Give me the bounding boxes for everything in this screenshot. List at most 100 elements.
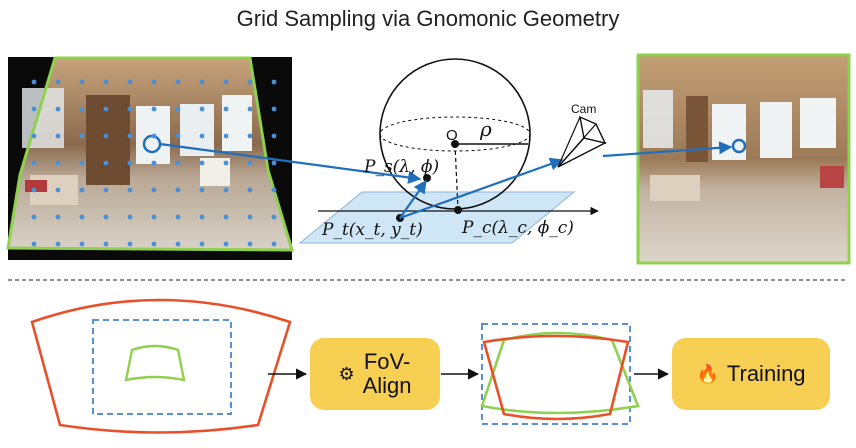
target-fov-box — [92, 319, 232, 415]
sample-dot — [127, 187, 133, 193]
sample-dot — [151, 79, 157, 85]
sample-dot — [31, 214, 37, 220]
ray-cam-to-image — [602, 141, 733, 158]
sample-dot — [271, 133, 277, 139]
sample-dot — [103, 187, 109, 193]
sample-dot — [175, 187, 181, 193]
sample-dot — [151, 106, 157, 112]
sample-dot — [151, 241, 157, 247]
panorama-fov-shape — [30, 298, 292, 434]
sample-dot — [79, 160, 85, 166]
sample-dot — [271, 160, 277, 166]
sample-dot — [151, 214, 157, 220]
sample-dot — [79, 106, 85, 112]
sample-dot — [175, 160, 181, 166]
sample-dot — [31, 133, 37, 139]
sample-dot — [55, 241, 61, 247]
sample-dot — [103, 106, 109, 112]
sample-dot — [103, 160, 109, 166]
sample-dot — [79, 133, 85, 139]
sample-dot — [103, 79, 109, 85]
training-label: Training — [726, 361, 806, 386]
sample-dot — [55, 187, 61, 193]
sample-dot — [271, 187, 277, 193]
sample-dot — [55, 214, 61, 220]
sample-dot — [223, 106, 229, 112]
sample-dot — [247, 106, 253, 112]
sample-dot — [175, 106, 181, 112]
ray-pt-ps — [399, 179, 427, 219]
sample-dot — [271, 241, 277, 247]
sample-dot — [247, 133, 253, 139]
sample-dot — [151, 187, 157, 193]
aligned-green-shape — [480, 331, 640, 415]
fov-align-step: ⚙ FoV- Align — [310, 338, 440, 410]
sample-dot — [199, 187, 205, 193]
sample-dot — [103, 241, 109, 247]
sample-dot — [31, 160, 37, 166]
sample-dot — [247, 187, 253, 193]
input-fov-diagram — [30, 298, 292, 434]
panorama-image — [6, 56, 295, 260]
aligned-box — [481, 323, 631, 425]
sample-dot — [223, 160, 229, 166]
sample-dot — [175, 214, 181, 220]
pc-label: P_c(λ_c, ϕ_c) — [461, 218, 574, 238]
sample-dot — [247, 160, 253, 166]
sample-dot — [151, 133, 157, 139]
training-step: 🔥 Training — [672, 338, 830, 410]
sample-dot — [223, 187, 229, 193]
aligned-fov-diagram — [480, 323, 640, 425]
sample-dot — [31, 79, 37, 85]
sampling-grid — [31, 79, 277, 247]
sample-dot — [127, 214, 133, 220]
sample-dot — [127, 133, 133, 139]
target-point-ring — [731, 138, 747, 154]
sample-dot — [103, 133, 109, 139]
ray-pt-cam — [399, 157, 564, 220]
sample-dot — [127, 79, 133, 85]
sphere-equator — [379, 116, 531, 152]
origin-point — [451, 140, 459, 148]
sample-dot — [175, 241, 181, 247]
sample-dot — [199, 214, 205, 220]
sample-dot — [55, 106, 61, 112]
sample-dot — [79, 241, 85, 247]
figure-title: Grid Sampling via Gnomonic Geometry — [236, 6, 620, 31]
perspective-frame — [636, 53, 851, 265]
sample-dot — [79, 187, 85, 193]
perspective-image — [636, 53, 851, 265]
sample-dot — [31, 187, 37, 193]
sample-dot — [127, 160, 133, 166]
sample-dot — [175, 133, 181, 139]
sample-dot — [31, 241, 37, 247]
sample-dot — [55, 133, 61, 139]
sample-dot — [199, 133, 205, 139]
aligned-orange-shape — [482, 334, 630, 421]
pc-point — [454, 206, 462, 214]
ray-pano-to-ps — [159, 142, 422, 184]
gears-icon: ⚙ — [338, 363, 355, 384]
sample-dot — [223, 79, 229, 85]
sample-dot — [271, 214, 277, 220]
sample-dot — [223, 214, 229, 220]
panorama-fov-outline — [6, 56, 295, 252]
sample-dot — [223, 241, 229, 247]
sample-dot — [199, 160, 205, 166]
sample-dot — [103, 214, 109, 220]
gnomonic-geometry — [298, 58, 608, 244]
sample-dot — [55, 160, 61, 166]
origin-label: O — [446, 127, 458, 144]
fov-align-label: FoV- Align — [362, 349, 412, 398]
small-fov-shape — [124, 344, 186, 382]
sample-dot — [175, 79, 181, 85]
sample-dot — [199, 241, 205, 247]
sample-dot — [79, 214, 85, 220]
ps-label: P_s(λ, ϕ) — [363, 157, 439, 177]
sample-dot — [223, 133, 229, 139]
cam-label: Cam — [571, 102, 596, 116]
sample-dot — [127, 241, 133, 247]
sample-dot — [31, 106, 37, 112]
sample-dot — [151, 160, 157, 166]
